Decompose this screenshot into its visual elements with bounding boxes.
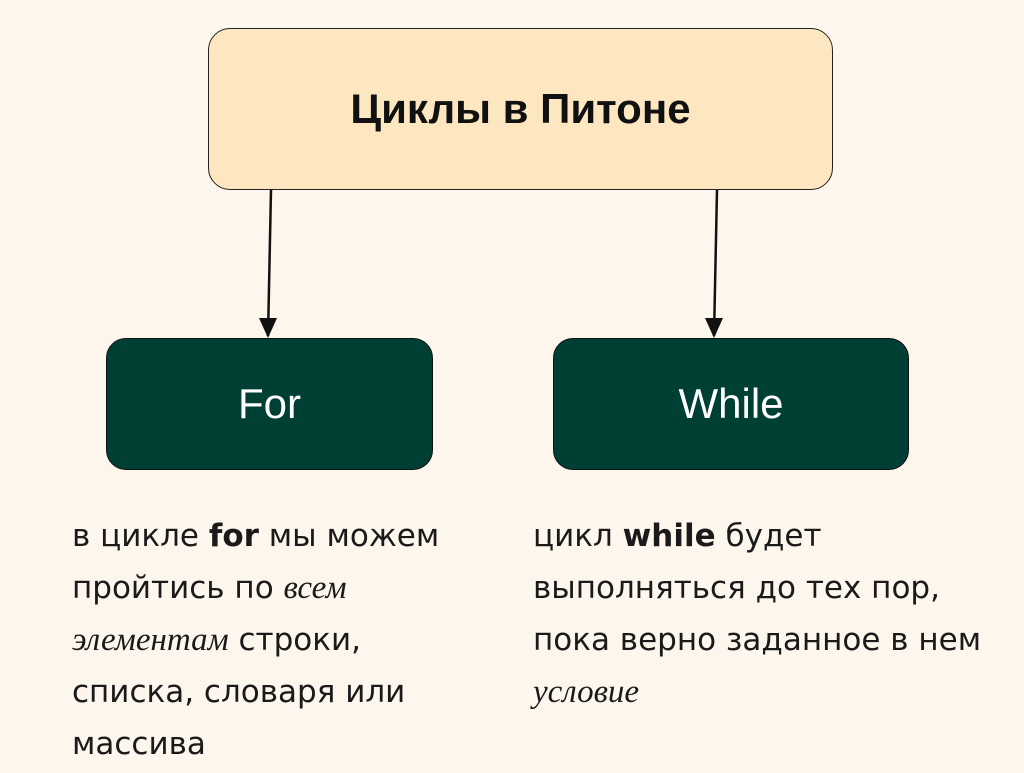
while-description-text-1: цикл bbox=[533, 518, 623, 554]
while-description-emphasis: условие bbox=[533, 674, 640, 710]
for-description-emphasis: всем элементам bbox=[72, 570, 347, 658]
while-node: While bbox=[553, 338, 909, 470]
for-description: в цикле for мы можем пройтись по всем эл… bbox=[72, 510, 472, 770]
while-description: цикл while будет выполняться до тех пор,… bbox=[533, 510, 993, 718]
arrow-root-to-while bbox=[705, 189, 723, 338]
while-description-text-2: будет выполняться до тех пор, пока верно… bbox=[533, 518, 982, 658]
arrow-root-to-for bbox=[259, 189, 277, 338]
for-node: For bbox=[106, 338, 433, 470]
root-node: Циклы в Питоне bbox=[208, 28, 833, 190]
while-description-keyword: while bbox=[622, 518, 716, 554]
while-node-label: While bbox=[678, 380, 784, 427]
for-description-text-3: строки, списка, словаря или массива bbox=[72, 622, 406, 762]
root-node-label: Циклы в Питоне bbox=[350, 85, 691, 132]
for-description-text-1: в цикле bbox=[72, 518, 209, 554]
for-description-keyword: for bbox=[208, 518, 259, 554]
for-description-text-2: мы можем пройтись по bbox=[72, 518, 440, 606]
for-node-label: For bbox=[238, 380, 301, 427]
